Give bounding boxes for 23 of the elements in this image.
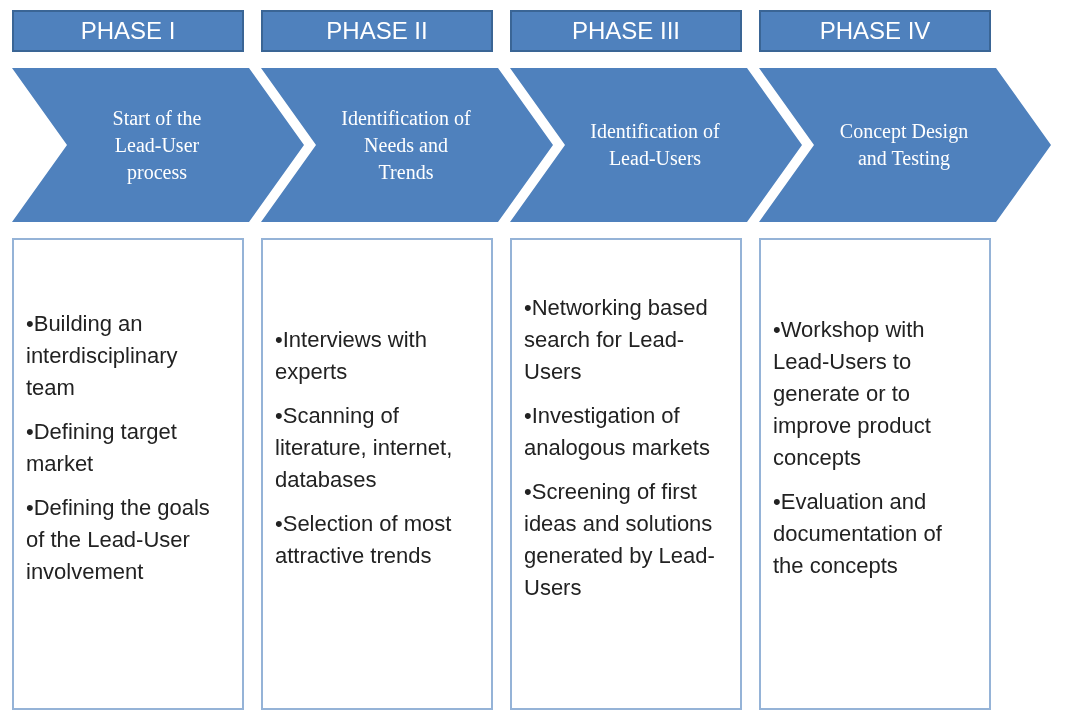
step-label: Identification of Needs and Trends: [341, 105, 471, 185]
content-panel: [261, 238, 493, 710]
bullet-item: •Building an interdisciplinary team: [26, 310, 179, 402]
phase-header: PHASE IV: [759, 10, 991, 52]
bullet-item: •Scanning of literature, internet, databases: [275, 402, 454, 494]
content-panel: [510, 238, 742, 710]
bullet-item: •Interviews with experts: [275, 326, 428, 386]
step-label: Concept Design and Testing: [839, 119, 969, 172]
content-panel: [12, 238, 244, 710]
bullet-item: •Screening of first ideas and solutions generated by Lead-Users: [524, 478, 716, 602]
phase-header: PHASE II: [261, 10, 493, 52]
bullet-item: •Evaluation and documentation of the concepts: [773, 488, 943, 580]
phase-header: PHASE I: [12, 10, 244, 52]
bullet-item: •Defining the goals of the Lead-User involvement: [26, 494, 211, 586]
phase-header: PHASE III: [510, 10, 742, 52]
step-label: Identification of Lead-Users: [590, 119, 720, 171]
bullet-item: •Investigation of analogous markets: [524, 402, 711, 462]
bullet-item: •Selection of most attractive trends: [275, 510, 453, 570]
bullet-item: •Networking based search for Lead-Users: [524, 294, 709, 386]
bullet-item: •Defining target market: [26, 418, 178, 478]
content-panel: [759, 238, 991, 710]
step-label: Start of the Lead-User process: [111, 105, 203, 186]
bullet-item: •Workshop with Lead-Users to generate or to improve product concepts: [773, 316, 932, 472]
